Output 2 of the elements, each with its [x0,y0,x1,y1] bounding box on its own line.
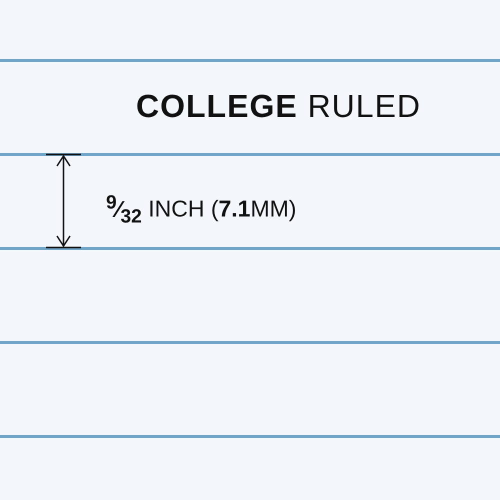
spacing-label: $^{9}$⁄$_{32}$ INCH (7.1MM) [106,192,296,228]
heading: COLLEGE RULED [136,88,422,125]
